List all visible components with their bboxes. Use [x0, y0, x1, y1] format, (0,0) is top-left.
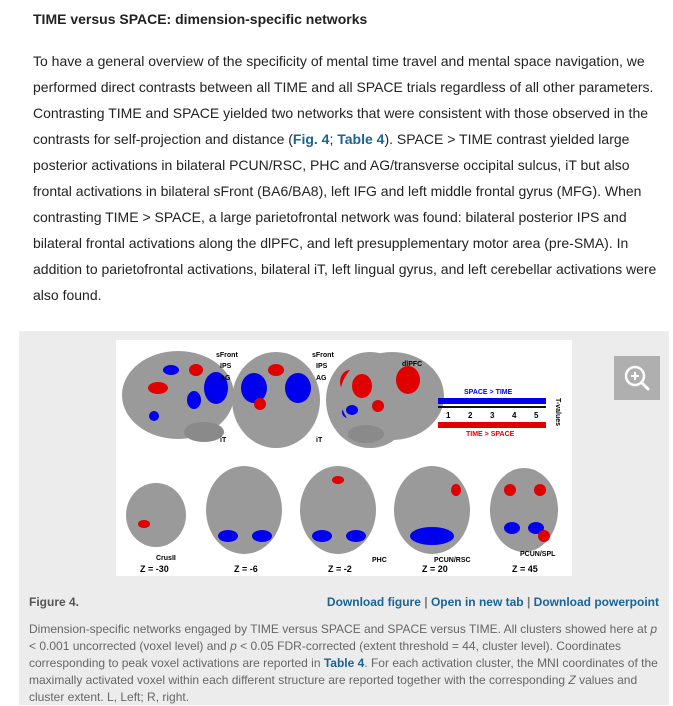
- label-ips-1: IPS: [220, 363, 232, 370]
- legend-bar-time: [438, 422, 546, 428]
- label-it-1: iT: [220, 437, 227, 444]
- label-sfront-2: sFront: [312, 352, 334, 359]
- label-pcun-spl: PCUN/SPL: [520, 551, 556, 558]
- caption-p-1: p: [650, 622, 658, 636]
- link-separator-1: |: [424, 595, 428, 609]
- posterior-brain-1: [232, 352, 320, 448]
- table-4-link[interactable]: Table 4: [337, 131, 385, 147]
- legend-time-space: TIME > SPACE: [466, 431, 515, 438]
- caption-text-e: values and cluster extent. L, Left; R, r…: [29, 673, 638, 704]
- z-label-1: Z = -30: [140, 564, 169, 574]
- para-text-1: To have a general overview of the specif…: [33, 53, 654, 147]
- figure-links: Download figure | Open in new tab | Down…: [327, 595, 659, 609]
- fig-4-link[interactable]: Fig. 4: [292, 131, 330, 147]
- z-label-2: Z = -6: [234, 564, 258, 574]
- para-sep: ;: [329, 131, 338, 147]
- label-dlpfc: dlPFC: [402, 361, 422, 368]
- legend-space-time: SPACE > TIME: [464, 389, 513, 396]
- label-it-2: iT: [316, 437, 323, 444]
- figure-label: Figure 4.: [29, 595, 80, 609]
- caption-text-b: < 0.001 uncorrected (voxel level) and: [29, 639, 231, 653]
- caption-p-2: p: [230, 639, 237, 653]
- legend-bar-space: [438, 398, 546, 404]
- slice-z-minus-2: [300, 466, 376, 554]
- caption-text-c: < 0.05 FDR-corrected (extent threshold =…: [29, 639, 621, 670]
- label-sfront-1: sFront: [216, 352, 238, 359]
- z-label-3: Z = -2: [328, 564, 352, 574]
- section-heading: TIME versus SPACE: dimension-specific ne…: [33, 11, 368, 27]
- caption-table-4-link[interactable]: Table 4: [323, 656, 365, 670]
- z-label-5: Z = 45: [512, 564, 538, 574]
- label-ag-1: AG: [220, 375, 231, 382]
- brain-right-lateral-visible: [340, 352, 444, 443]
- label-ag-2: AG: [316, 375, 327, 382]
- slice-z-minus-30: [126, 483, 186, 547]
- zoom-button[interactable]: [614, 356, 660, 400]
- figure-caption: Dimension-specific networks engaged by T…: [29, 621, 661, 706]
- label-pcun-rsc: PCUN/RSC: [434, 557, 471, 564]
- slice-z-minus-6: [206, 466, 282, 554]
- tick-4: 4: [512, 411, 517, 420]
- figure-image[interactable]: sFront IPS AG iT sFront IPS AG iT dlPFC …: [116, 340, 660, 576]
- legend-t-values: T-values: [554, 398, 561, 426]
- slice-z-20: [394, 466, 470, 554]
- tick-3: 3: [490, 411, 495, 420]
- caption-z: Z: [568, 673, 576, 687]
- z-label-4: Z = 20: [422, 564, 448, 574]
- download-figure-link[interactable]: Download figure: [326, 595, 421, 609]
- slice-z-45: [490, 468, 558, 552]
- caption-text-a: Dimension-specific networks engaged by T…: [29, 622, 651, 636]
- label-phc: PHC: [372, 557, 387, 564]
- caption-text-d: . For each activation cluster, the MNI c…: [29, 656, 658, 687]
- link-separator-2: |: [526, 595, 531, 609]
- label-crusii: CrusII: [156, 555, 176, 562]
- brain-figure-svg: sFront IPS AG iT sFront IPS AG iT dlPFC …: [122, 351, 561, 574]
- figure-container: sFront IPS AG iT sFront IPS AG iT dlPFC …: [19, 331, 669, 705]
- legend-bar-divider: [438, 406, 546, 408]
- zoom-icon: [624, 365, 650, 391]
- open-new-tab-link[interactable]: Open in new tab: [430, 595, 524, 609]
- tick-1: 1: [446, 411, 451, 420]
- lateral-left-brain: [122, 351, 234, 442]
- tick-5: 5: [534, 411, 539, 420]
- body-paragraph: To have a general overview of the specif…: [33, 48, 665, 308]
- download-powerpoint-link[interactable]: Download powerpoint: [533, 595, 659, 609]
- tick-2: 2: [468, 411, 473, 420]
- para-text-2: ). SPACE > TIME contrast yielded large p…: [33, 131, 657, 303]
- label-ips-2: IPS: [316, 363, 328, 370]
